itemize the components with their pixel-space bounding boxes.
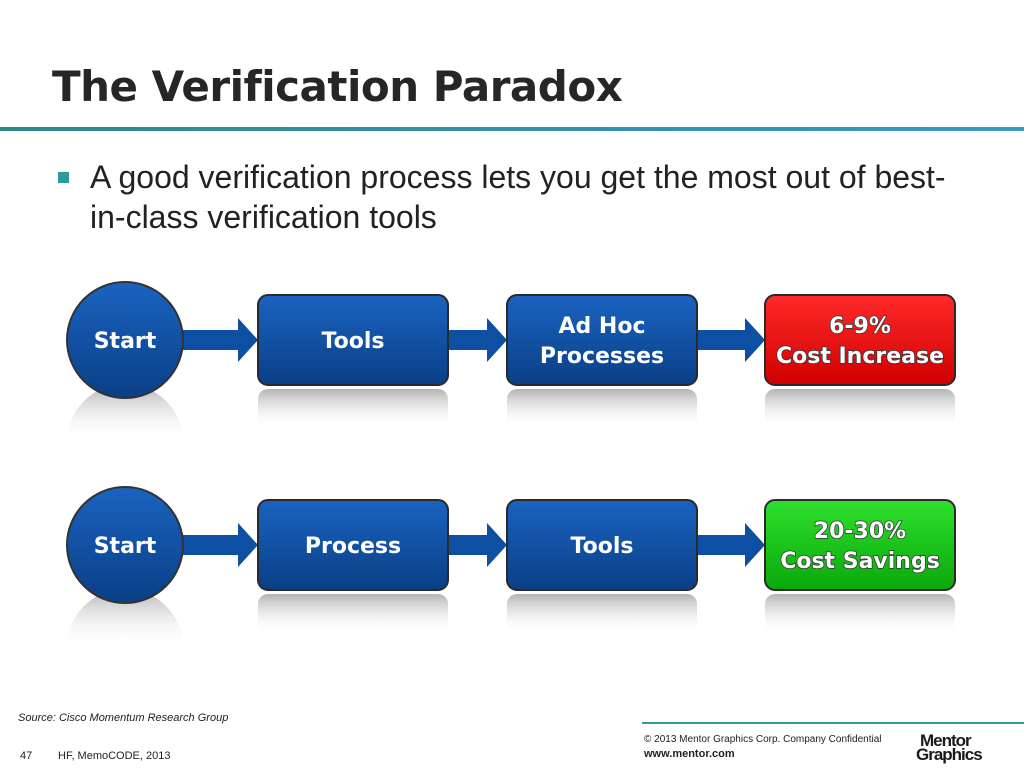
mentor-graphics-logo: Mentor Graphics [916, 731, 1000, 764]
flow-row-2: Start Process Tools 20-30% Cost Savings [66, 486, 956, 647]
node-label-line: Process [305, 534, 401, 559]
node-reflection [507, 594, 697, 634]
node-reflection [507, 389, 697, 429]
copyright-text: © 2013 Mentor Graphics Corp. Company Con… [644, 734, 882, 745]
node-reflection [765, 594, 955, 634]
bullet-text: A good verification process lets you get… [90, 159, 946, 235]
node-label-line: 6-9% [829, 314, 891, 339]
page-number: 47 [20, 750, 33, 762]
event-label: HF, MemoCODE, 2013 [58, 750, 171, 762]
flow-arrow [697, 523, 765, 567]
flow-node-process: Process [257, 499, 449, 634]
flow-arrow [448, 318, 507, 362]
node-label: Start [94, 329, 157, 354]
node-reflection [765, 389, 955, 429]
node-label: Start [94, 534, 157, 559]
flow-node-6-9-cost-increase: 6-9% Cost Increase [764, 294, 956, 429]
node-label-line: Tools [571, 534, 634, 559]
flow-arrow [179, 318, 258, 362]
node-reflection [258, 389, 448, 429]
node-reflection [67, 589, 183, 647]
node-label-line: Processes [540, 344, 664, 369]
flow-node-start: Start [66, 486, 184, 647]
node-label-line: Cost Increase [776, 344, 944, 369]
bullet-square-icon [58, 172, 69, 183]
flow-arrow [697, 318, 765, 362]
source-note: Source: Cisco Momentum Research Group [18, 712, 229, 724]
flow-node-tools: Tools [506, 499, 698, 634]
node-label-line: Cost Savings [780, 549, 940, 574]
flow-arrow [179, 523, 258, 567]
flow-node-start: Start [66, 281, 184, 442]
node-reflection [67, 384, 183, 442]
footer-divider [642, 722, 1024, 724]
logo-line-1: Mentor [920, 731, 972, 750]
node-label-line: Ad Hoc [558, 314, 645, 339]
node-label-line: Tools [322, 329, 385, 354]
title-divider [0, 127, 1024, 131]
node-label-line: 20-30% [814, 519, 906, 544]
node-reflection [258, 594, 448, 634]
slide-title: The Verification Paradox [52, 62, 623, 111]
logo-line-2: Graphics [916, 745, 983, 764]
flow-node-tools: Tools [257, 294, 449, 429]
flow-arrow [448, 523, 507, 567]
flow-node-20-30-cost-savings: 20-30% Cost Savings [764, 499, 956, 634]
website-url: www.mentor.com [644, 748, 735, 760]
